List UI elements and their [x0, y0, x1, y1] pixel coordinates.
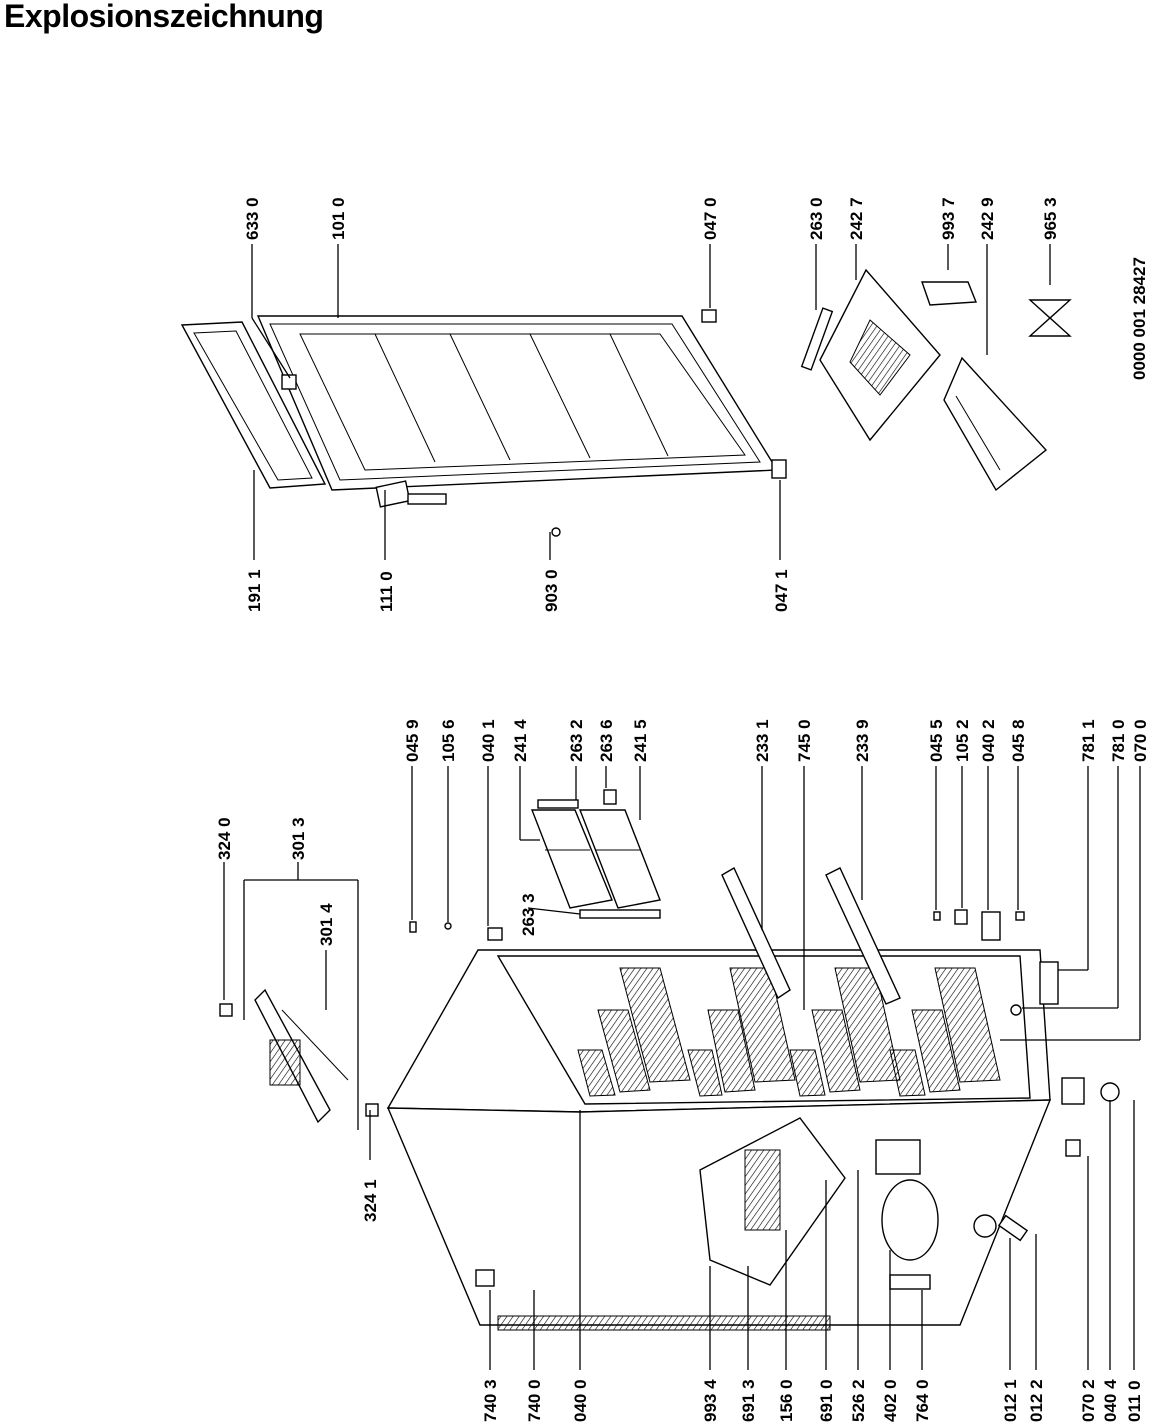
cabinet-accessories [219, 789, 1059, 1287]
label-263-2: 263 2 [567, 719, 586, 762]
hinge-bottom [771, 459, 787, 479]
part-labels: 633 0 101 0 047 0 263 0 242 7 993 7 242 … [215, 197, 1150, 1422]
label-764-0: 764 0 [913, 1379, 932, 1422]
box-526-2 [875, 1139, 921, 1175]
drawer-242-9 [943, 356, 1048, 492]
label-101-0: 101 0 [329, 197, 348, 240]
label-903-0: 903 0 [542, 569, 561, 612]
door-accessories [800, 268, 1072, 492]
label-047-1: 047 1 [772, 569, 791, 612]
label-263-6: 263 6 [597, 719, 616, 762]
basket-241-5 [578, 809, 661, 909]
label-633-0: 633 0 [243, 197, 262, 240]
door-seal [180, 321, 327, 489]
label-402-0: 402 0 [881, 1379, 900, 1422]
bar-263-0 [800, 307, 834, 371]
cover-781-1 [1039, 961, 1059, 1005]
foot-011-0 [1100, 1082, 1120, 1102]
label-012-2: 012 2 [1027, 1379, 1046, 1422]
label-070-2: 070 2 [1079, 1379, 1098, 1422]
label-993-4: 993 4 [701, 1379, 720, 1422]
label-781-0: 781 0 [1109, 719, 1128, 762]
foot-965-3 [1028, 317, 1072, 337]
basket-241-4 [530, 809, 613, 909]
label-242-7: 242 7 [847, 197, 866, 240]
compressor [881, 1179, 939, 1261]
evaporator-shelves [577, 967, 1001, 1097]
label-011-0: 011 0 [1125, 1380, 1144, 1422]
label-040-2: 040 2 [979, 719, 998, 762]
label-191-1: 191 1 [245, 569, 264, 612]
clip-324-1 [365, 1103, 379, 1117]
label-105-6: 105 6 [439, 719, 458, 762]
label-document-number: 0000 001 28427 [1130, 257, 1149, 380]
label-263-0: 263 0 [807, 197, 826, 240]
label-745-0: 745 0 [795, 719, 814, 762]
door-bracket [281, 374, 297, 390]
rail-233-1 [721, 867, 791, 1000]
label-965-3: 965 3 [1041, 197, 1060, 240]
rail-233-9 [825, 867, 901, 1005]
label-781-1: 781 1 [1079, 719, 1098, 762]
label-012-1: 012 1 [1001, 1379, 1020, 1422]
label-233-9: 233 9 [853, 719, 872, 762]
label-324-1: 324 1 [361, 1179, 380, 1222]
label-993-7: 993 7 [939, 197, 958, 240]
label-045-8: 045 8 [1009, 719, 1028, 762]
door-assembly [180, 309, 787, 537]
label-156-0: 156 0 [777, 1379, 796, 1422]
label-526-2: 526 2 [849, 1379, 868, 1422]
label-047-0: 047 0 [701, 197, 720, 240]
label-070-0: 070 0 [1131, 719, 1150, 762]
door-shelf-lines [374, 333, 669, 463]
leader-lines-lower [223, 766, 1141, 1370]
label-040-4: 040 4 [1101, 1379, 1120, 1422]
label-263-3: 263 3 [519, 893, 538, 936]
label-040-1: 040 1 [479, 719, 498, 762]
screw [551, 527, 561, 537]
label-691-0: 691 0 [817, 1379, 836, 1422]
label-241-4: 241 4 [511, 719, 530, 762]
grommet [973, 1214, 997, 1238]
cover-993-7 [921, 281, 978, 306]
bracket-070-2 [1061, 1077, 1085, 1105]
label-740-0: 740 0 [525, 1379, 544, 1422]
label-740-3: 740 3 [481, 1379, 500, 1422]
label-691-3: 691 3 [739, 1379, 758, 1422]
capacitor-764-0 [889, 1274, 931, 1290]
label-040-0: 040 0 [571, 1379, 590, 1422]
label-111-0: 111 0 [377, 571, 396, 612]
label-301-4: 301 4 [317, 903, 336, 946]
clip-324-0 [219, 1003, 233, 1017]
label-324-0: 324 0 [215, 817, 234, 860]
label-241-5: 241 5 [631, 719, 650, 762]
hinge-top [701, 309, 717, 323]
label-301-3: 301 3 [289, 817, 308, 860]
label-045-5: 045 5 [927, 719, 946, 762]
label-045-9: 045 9 [403, 719, 422, 762]
label-105-2: 105 2 [953, 719, 972, 762]
label-233-1: 233 1 [753, 719, 772, 762]
label-242-9: 242 9 [978, 197, 997, 240]
leader-lines-upper [251, 244, 1051, 560]
bottom-grille [497, 1315, 831, 1331]
page-title: Explosionszeichnung [4, 0, 324, 34]
